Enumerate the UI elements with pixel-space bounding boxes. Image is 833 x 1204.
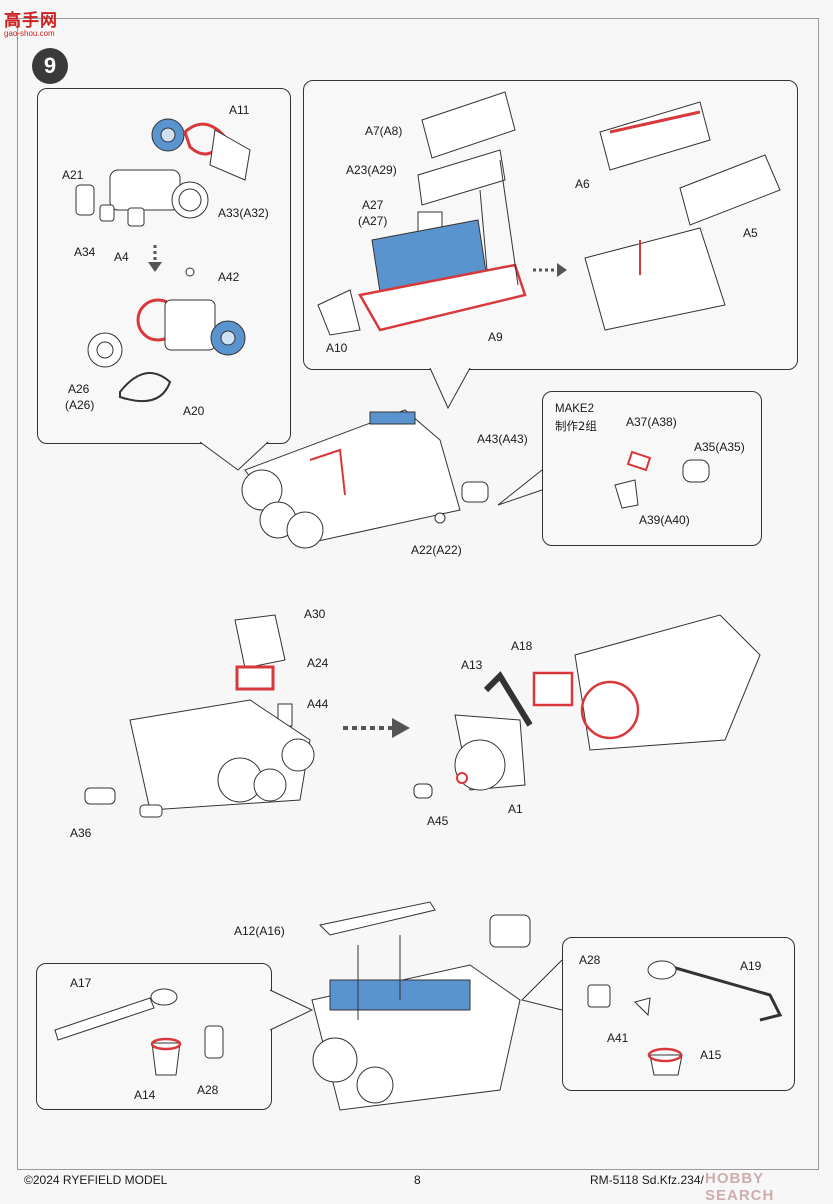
label-a30: A30 [304, 607, 326, 621]
label-a11: A11 [229, 103, 250, 117]
label-a34: A34 [74, 245, 96, 259]
label-a36: A36 [70, 826, 92, 840]
label-a20: A20 [183, 404, 205, 418]
label-a27b: (A27) [358, 214, 388, 228]
label-a27: A27 [362, 198, 384, 212]
label-a21: A21 [62, 168, 84, 182]
label-a5: A5 [743, 226, 758, 240]
label-make2-cn: 制作2组 [555, 419, 597, 433]
label-a41: A41 [607, 1031, 629, 1045]
watermark-subtitle: gao-shou.com [4, 29, 55, 38]
label-a28-right: A28 [579, 953, 601, 967]
footer-product-title: RM-5118 Sd.Kfz.234/ [590, 1173, 704, 1187]
label-a22: A22(A22) [411, 543, 462, 557]
label-a10: A10 [326, 341, 348, 355]
label-a7: A7(A8) [365, 124, 403, 138]
label-a12: A12(A16) [234, 924, 285, 938]
label-a42: A42 [218, 270, 240, 284]
label-a4: A4 [114, 250, 129, 264]
label-a35: A35(A35) [694, 440, 745, 454]
label-a6: A6 [575, 177, 590, 191]
front-gear-drawing [75, 118, 251, 403]
site-watermark-logo: 高手网 gao-shou.com [4, 6, 70, 38]
label-a37: A37(A38) [626, 415, 677, 429]
block-drawing [317, 91, 781, 336]
mid-right-engine-drawing [413, 614, 761, 799]
label-a18: A18 [511, 639, 533, 653]
bottom-right-panel-drawing [587, 960, 783, 1076]
label-a45: A45 [427, 814, 449, 828]
page-border [17, 18, 819, 1170]
mid-left-engine-drawing [84, 614, 410, 818]
footer-page-number: 8 [414, 1173, 421, 1187]
label-a24: A24 [307, 656, 329, 670]
label-a23: A23(A29) [346, 163, 397, 177]
label-a28-left: A28 [197, 1083, 219, 1097]
label-a26: A26 [68, 382, 90, 396]
footer-copyright: ©2024 RYEFIELD MODEL [24, 1173, 168, 1187]
footer-watermark: HOBBY SEARCH [705, 1170, 775, 1204]
make2-drawing [614, 450, 710, 509]
label-a43: A43(A43) [477, 432, 528, 446]
bottom-engine-drawing [311, 901, 531, 1111]
label-a19: A19 [740, 959, 762, 973]
panel-left-bottom [36, 963, 272, 1110]
label-a17: A17 [70, 976, 92, 990]
label-a14: A14 [134, 1088, 156, 1102]
label-a33: A33(A32) [218, 206, 269, 220]
label-a1: A1 [508, 802, 523, 816]
label-a15: A15 [700, 1048, 722, 1062]
label-a44: A44 [307, 697, 329, 711]
watermark-title: 高手网 [4, 11, 58, 31]
panel-make2-subassembly [542, 391, 762, 546]
label-make2: MAKE2 [555, 403, 594, 415]
label-a13: A13 [461, 658, 483, 672]
label-a39: A39(A40) [639, 513, 690, 527]
center-engine-drawing [241, 409, 489, 549]
label-a26b: (A26) [65, 398, 95, 412]
label-a9: A9 [488, 330, 503, 344]
bottom-left-panel-drawing [54, 988, 224, 1076]
step-number-badge: 9 [32, 48, 68, 84]
